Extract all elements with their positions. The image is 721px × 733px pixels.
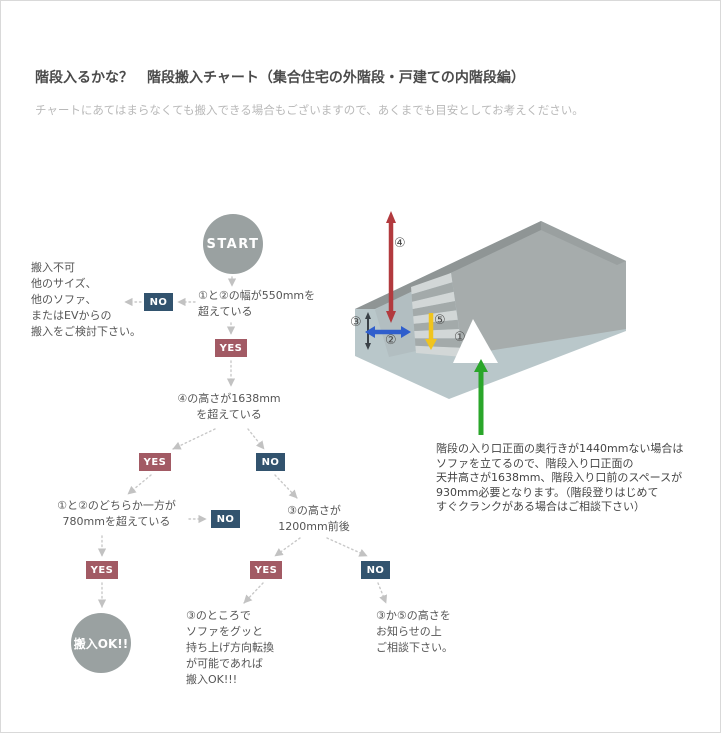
yes-badge-either-side: YES	[86, 561, 118, 579]
entrance-triangle	[453, 319, 498, 363]
circled-3-label: ③	[350, 315, 362, 330]
no-badge-height: NO	[256, 453, 285, 471]
circled-5-label: ⑤	[434, 313, 446, 328]
fail-note: 搬入不可 他のサイズ、 他のソファ、 またはEVからの 搬入をご検討下さい。	[31, 261, 141, 338]
no-badge-either-side: NO	[211, 510, 240, 528]
staircase-illustration	[355, 211, 626, 435]
circled-2-label: ②	[385, 333, 397, 348]
drop-arrow-yellow	[425, 313, 437, 350]
no-badge-width: NO	[144, 293, 173, 311]
staircase-steps	[411, 273, 463, 357]
lift-result-note: ③のところで ソファをグッと 持ち上げ方向転換 が可能であれば 搬入OK!!!	[186, 609, 274, 686]
back-left-wall	[355, 221, 541, 309]
floor-left	[375, 287, 416, 357]
back-right-wall	[541, 221, 626, 265]
circled-4-label: ④	[394, 236, 406, 251]
yes-badge-landing: YES	[250, 561, 282, 579]
question-height: ④の高さが1638mm を超えている	[177, 392, 281, 421]
yes-badge-height: YES	[139, 453, 171, 471]
ok-node: 搬入OK!!	[71, 613, 131, 673]
circled-1-label: ①	[454, 330, 466, 345]
width-arrow-blue	[365, 326, 411, 338]
interior-wall	[451, 222, 626, 355]
height-arrow-red	[386, 211, 396, 323]
page-subtitle: チャートにあてはまらなくても搬入できる場合もございますので、あくまでも目安として…	[35, 103, 584, 117]
staircase-note: 階段の入り口正面の奥行きが1440mmない場合は ソファを立てるので、階段入り口…	[436, 442, 684, 514]
no-badge-landing: NO	[361, 561, 390, 579]
question-either-side: ①と②のどちらか一方が 780mmを超えている	[57, 499, 176, 528]
yes-badge-width: YES	[215, 339, 247, 357]
question-width: ①と②の幅が550mmを 超えている	[198, 289, 316, 318]
consult-result-note: ③か⑤の高さを お知らせの上 ご相談下さい。	[376, 609, 453, 654]
start-node: START	[203, 214, 263, 274]
entry-arrow-green	[474, 359, 488, 435]
question-landing-height: ③の高さが 1200mm前後	[278, 504, 350, 533]
page-title: 階段入るかな？ 階段搬入チャート（集合住宅の外階段・戸建ての内階段編）	[35, 70, 525, 86]
